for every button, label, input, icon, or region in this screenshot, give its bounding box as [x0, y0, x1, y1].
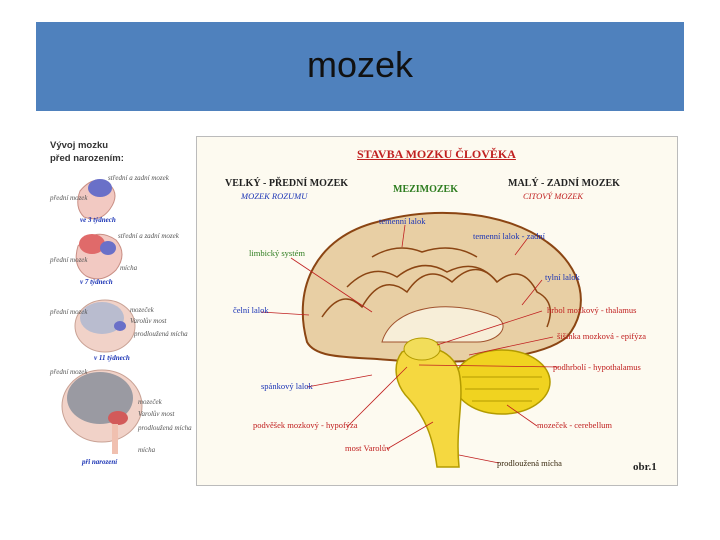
section-left-sub: MOZEK ROZUMU — [241, 191, 308, 201]
title-bar — [36, 22, 684, 111]
development-illustrations — [61, 179, 143, 454]
stage-2-embryo — [75, 233, 123, 280]
stage-2-label-forebrain: přední mozek — [50, 256, 88, 264]
development-heading-line1: Vývoj mozku — [50, 140, 109, 151]
label-prodlouzena-micha: prodloužená mícha — [497, 458, 562, 468]
stage-1-label-midbrain: střední a zadní mozek — [108, 174, 169, 182]
section-right-sub: CITOVÝ MOZEK — [523, 191, 584, 201]
section-left-name: VELKÝ - PŘEDNÍ MOZEK — [225, 178, 349, 189]
stage-2-label-spinal-cord: mícha — [120, 264, 138, 272]
stage-1-embryo — [77, 179, 116, 220]
stage-4-label: při narození — [82, 458, 118, 466]
stage-4-label-pons: Varolův most — [138, 410, 175, 418]
stage-4-label-cerebellum: mozeček — [138, 398, 162, 406]
development-heading-line2: před narozením: — [50, 153, 124, 164]
label-temenni-lalok: temenní lalok — [379, 216, 426, 226]
stage-4-newborn — [61, 369, 143, 454]
slide-title: mozek — [306, 44, 414, 85]
stage-3-label-medulla: prodloužená mícha — [134, 330, 188, 338]
diagram-title: STAVBA MOZKU ČLOVĚKA — [357, 147, 516, 161]
label-temenni-lalok-zadni: temenní lalok - zadní — [473, 231, 545, 241]
stage-3-fetus — [74, 299, 136, 353]
brain-structure-diagram: STAVBA MOZKU ČLOVĚKA VELKÝ - PŘEDNÍ MOZE… — [196, 136, 678, 486]
stage-3-label-pons: Varolův most — [130, 317, 167, 325]
label-hypofyza: podvěšek mozkový - hypofýza — [253, 420, 358, 430]
label-epifyza: šišinka mozková - epifýza — [557, 331, 646, 341]
stage-1-label-forebrain: přední mozek — [50, 194, 88, 202]
label-spankovy-lalok: spánkový lalok — [261, 381, 313, 391]
stage-2-label-midbrain: střední a zadní mozek — [118, 232, 179, 240]
figure-reference: obr.1 — [633, 461, 657, 473]
stage-3-label-forebrain: přední mozek — [50, 308, 88, 316]
stage-4-label-spinal-cord: mícha — [138, 446, 156, 454]
label-cerebellum: mozeček - cerebellum — [537, 420, 613, 430]
stage-3-label-cerebellum: mozeček — [130, 306, 154, 314]
label-celni-lalok: čelní lalok — [233, 305, 269, 315]
stage-4-label-medulla: prodloužená mícha — [138, 424, 192, 432]
label-thalamus: hrbol mozkový - thalamus — [547, 305, 637, 315]
label-tylni-lalok: tylní lalok — [545, 272, 580, 282]
stage-3-label: v 11 týdnech — [94, 354, 130, 362]
label-most-varoluv: most Varolův — [345, 443, 391, 453]
stage-4-label-forebrain: přední mozek — [50, 368, 88, 376]
stage-1-label: ve 3 týdnech — [80, 216, 116, 224]
section-middle-name: MEZIMOZEK — [393, 184, 459, 195]
stage-2-label: v 7 týdnech — [80, 278, 113, 286]
label-hypothalamus: podhrbolí - hypothalamus — [553, 362, 641, 372]
label-limbicky-system: limbický systém — [249, 248, 305, 258]
brain-illustration — [260, 211, 582, 468]
section-right-name: MALÝ - ZADNÍ MOZEK — [508, 178, 620, 189]
brain-development-panel: Vývoj mozku před narozením: ve 3 týdnech… — [50, 136, 192, 471]
